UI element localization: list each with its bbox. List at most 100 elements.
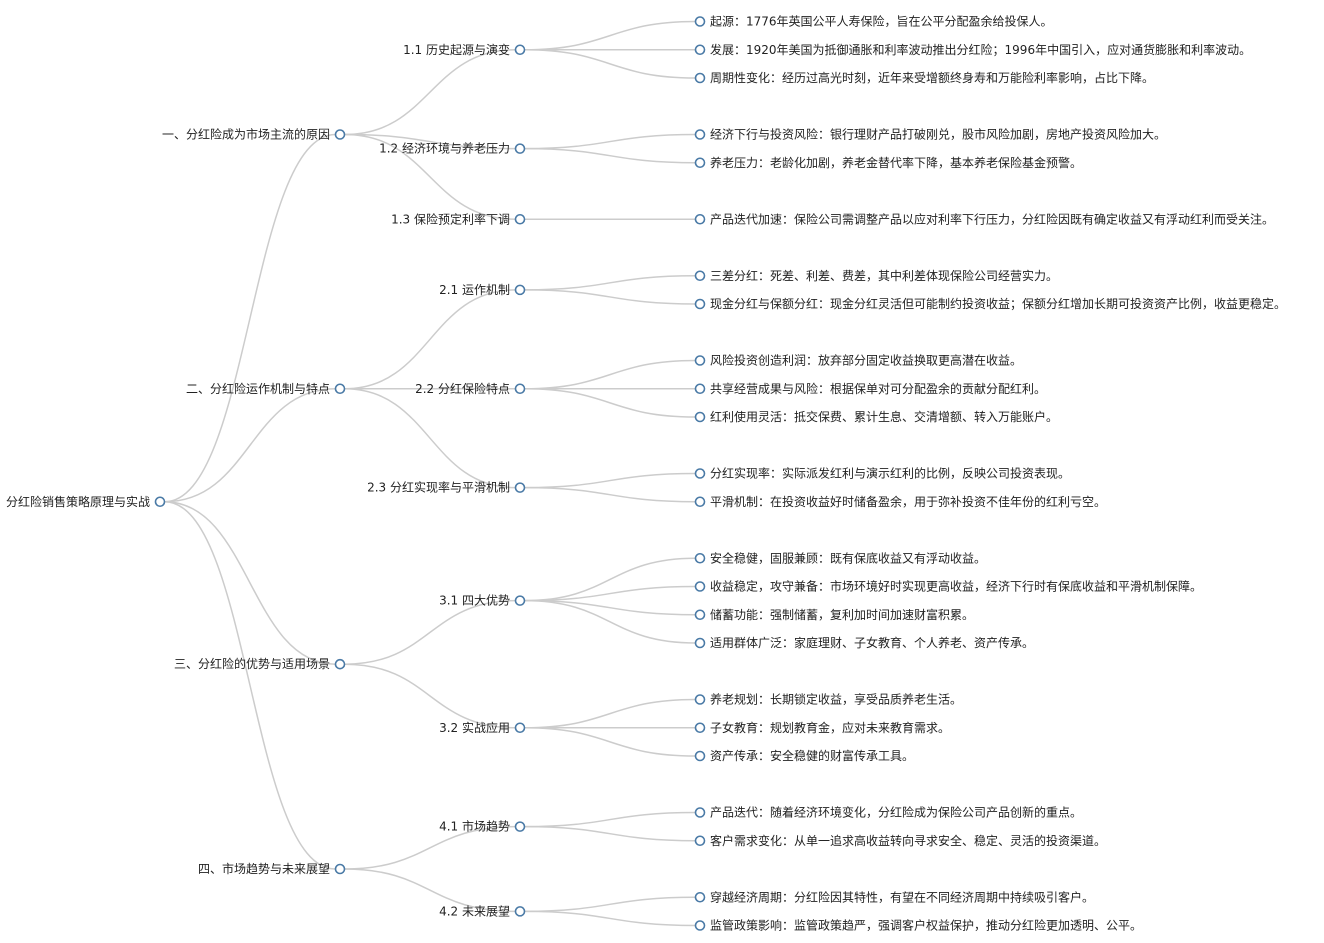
mind-map-nodes: 起源：1776年英国公平人寿保险，旨在公平分配盈余给投保人。发展：1920年美国…: [6, 14, 1286, 933]
leaf-node-toggle[interactable]: [694, 298, 706, 310]
branch-connector: [524, 896, 696, 913]
branch-node-toggle[interactable]: [334, 658, 346, 670]
leaf-node-toggle[interactable]: [694, 835, 706, 847]
leaf-node-label: 周期性变化：经历过高光时刻，近年来受增额终身寿和万能险利率影响，占比下降。: [710, 70, 1154, 85]
branch-node-label: 一、分红险成为市场主流的原因: [162, 127, 330, 142]
branch-node-toggle[interactable]: [514, 482, 526, 493]
branch-node-toggle[interactable]: [334, 383, 346, 395]
leaf-node-label: 现金分红与保额分红：现金分红灵活但可能制约投资收益；保额分红增加长期可投资资产比…: [710, 296, 1286, 311]
branch-connector: [524, 472, 696, 489]
leaf-node-toggle[interactable]: [694, 129, 706, 140]
branch-node-toggle[interactable]: [514, 722, 526, 734]
branch-node-toggle[interactable]: [334, 129, 346, 140]
branch-connector: [344, 133, 516, 220]
branch-connector: [524, 147, 696, 164]
leaf-node-label: 风险投资创造利润：放弃部分固定收益换取更高潜在收益。: [710, 353, 1022, 368]
branch-connector: [524, 486, 696, 503]
branch-connector: [344, 663, 516, 729]
leaf-node-toggle[interactable]: [694, 468, 706, 479]
branch-connector: [524, 557, 696, 602]
branch-connector: [524, 698, 696, 729]
leaf-node-label: 养老规划：长期锁定收益，享受品质养老生活。: [710, 692, 962, 707]
leaf-node-label: 平滑机制：在投资收益好时储备盈余，用于弥补投资不佳年份的红利亏空。: [710, 494, 1106, 509]
leaf-node-label: 资产传承：安全稳健的财富传承工具。: [710, 748, 914, 763]
branch-node-label: 4.1 市场趋势: [439, 819, 510, 834]
leaf-node-toggle[interactable]: [694, 355, 706, 366]
branch-connector: [344, 289, 516, 390]
branch-node-toggle[interactable]: [514, 284, 526, 296]
leaf-node-label: 产品迭代加速：保险公司需调整产品以应对利率下行压力，分红险因既有确定收益又有浮动…: [710, 211, 1274, 226]
mind-map-links: [164, 20, 696, 927]
leaf-node-toggle[interactable]: [694, 920, 706, 931]
branch-connector: [524, 49, 696, 79]
branch-connector: [344, 825, 516, 870]
branch-node-label: 3.1 四大优势: [439, 594, 510, 608]
branch-connector: [524, 599, 696, 616]
branch-node-toggle[interactable]: [514, 213, 526, 225]
branch-connector: [344, 49, 516, 136]
branch-connector: [524, 599, 696, 644]
branch-connector: [524, 585, 696, 602]
leaf-node-toggle[interactable]: [694, 270, 706, 282]
branch-connector: [524, 388, 696, 418]
leaf-node-label: 子女教育：规划教育金，应对未来教育需求。: [710, 720, 950, 735]
branch-connector: [344, 133, 516, 150]
branch-node-label: 3.2 实战应用: [439, 720, 510, 735]
leaf-node-toggle[interactable]: [694, 891, 706, 903]
branch-node-label: 2.3 分红实现率与平滑机制: [367, 480, 510, 495]
leaf-node-label: 红利使用灵活：抵交保费、累计生息、交清增额、转入万能账户。: [710, 409, 1058, 424]
branch-connector: [164, 501, 336, 665]
leaf-node-toggle[interactable]: [694, 157, 706, 169]
leaf-node-toggle[interactable]: [694, 694, 706, 705]
leaf-node-toggle[interactable]: [694, 72, 706, 84]
root-node-label: 分红险销售策略原理与实战: [6, 494, 150, 509]
leaf-node-toggle[interactable]: [694, 581, 706, 592]
branch-connector: [524, 289, 696, 305]
branch-node-toggle[interactable]: [514, 44, 526, 56]
branch-node-label: 1.1 历史起源与演变: [403, 42, 510, 57]
branch-node-toggle[interactable]: [514, 595, 526, 606]
branch-connector: [344, 599, 516, 665]
branch-node-label: 4.2 未来展望: [439, 904, 510, 918]
leaf-node-label: 穿越经济周期：分红险因其特性，有望在不同经济周期中持续吸引客户。: [710, 889, 1094, 904]
leaf-node-toggle[interactable]: [694, 722, 706, 734]
leaf-node-toggle[interactable]: [694, 807, 706, 818]
leaf-node-toggle[interactable]: [694, 750, 706, 762]
leaf-node-toggle[interactable]: [694, 411, 706, 423]
branch-connector: [524, 727, 696, 757]
branch-node-label: 四、市场趋势与未来展望: [198, 861, 330, 876]
leaf-node-toggle[interactable]: [694, 383, 706, 395]
branch-node-toggle[interactable]: [514, 143, 526, 154]
leaf-node-toggle[interactable]: [694, 496, 706, 508]
branch-connector: [524, 20, 696, 51]
branch-connector: [524, 910, 696, 927]
branch-node-toggle[interactable]: [514, 383, 526, 395]
leaf-node-label: 收益稳定，攻守兼备：市场环境好时实现更高收益，经济下行时有保底收益和平滑机制保障…: [710, 579, 1202, 594]
branch-node-label: 1.2 经济环境与养老压力: [379, 141, 510, 156]
leaf-node-toggle[interactable]: [694, 609, 706, 621]
branch-connector: [164, 133, 336, 503]
branch-node-label: 二、分红险运作机制与特点: [186, 381, 330, 396]
leaf-node-label: 共享经营成果与风险：根据保单对可分配盈余的贡献分配红利。: [710, 381, 1046, 396]
root-node-toggle[interactable]: [154, 496, 166, 508]
leaf-node-toggle[interactable]: [694, 16, 706, 27]
leaf-node-label: 客户需求变化：从单一追求高收益转向寻求安全、稳定、灵活的投资渠道。: [710, 833, 1106, 848]
leaf-node-label: 养老压力：老龄化加剧，养老金替代率下降，基本养老保险基金预警。: [710, 155, 1082, 170]
leaf-node-toggle[interactable]: [694, 552, 706, 564]
branch-connector: [524, 133, 696, 150]
branch-node-toggle[interactable]: [334, 863, 346, 875]
branch-node-toggle[interactable]: [514, 821, 526, 832]
branch-connector: [164, 388, 336, 503]
leaf-node-label: 分红实现率：实际派发红利与演示红利的比例，反映公司投资表现。: [710, 466, 1070, 481]
branch-node-label: 三、分红险的优势与适用场景: [174, 656, 330, 671]
leaf-node-toggle[interactable]: [694, 44, 706, 56]
branch-node-toggle[interactable]: [514, 906, 526, 917]
leaf-node-label: 三差分红：死差、利差、费差，其中利差体现保险公司经营实力。: [710, 268, 1058, 283]
leaf-node-label: 起源：1776年英国公平人寿保险，旨在公平分配盈余给投保人。: [710, 14, 1053, 29]
branch-node-label: 2.2 分红保险特点: [415, 381, 510, 396]
leaf-node-label: 安全稳健，固服兼顾：既有保底收益又有浮动收益。: [710, 550, 986, 565]
leaf-node-toggle[interactable]: [694, 637, 706, 649]
branch-connector: [344, 868, 516, 913]
leaf-node-toggle[interactable]: [694, 213, 706, 225]
